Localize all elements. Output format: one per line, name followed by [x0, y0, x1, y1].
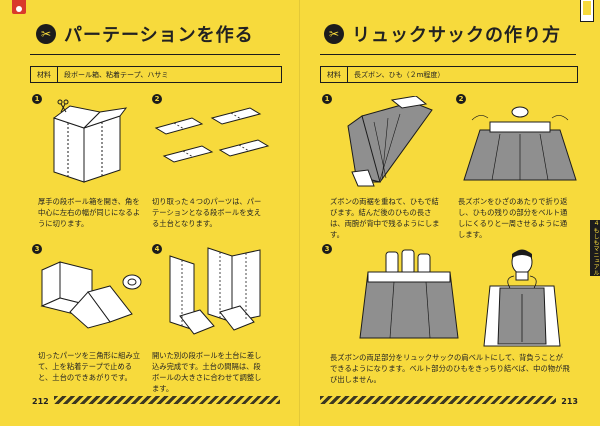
right-title-text: リュックサックの作り方	[352, 25, 561, 46]
left-step-3-caption: 切ったパーツを三角形に組み立て、上を粘着テープで止めると、土台のできあがりです。	[38, 351, 141, 382]
left-step-3-number: 3	[32, 244, 42, 254]
left-step-1-number: 1	[32, 94, 42, 104]
right-materials-box: 材料 長ズボン、ひも（２m程度）	[320, 66, 578, 83]
right-step-3-illustration	[359, 249, 459, 339]
right-step-3-caption: 長ズボンの両足部分をリュックサックの肩ベルトにして、背負うことができるようになり…	[330, 353, 570, 384]
chapter-side-tab: ４ もしもマニュアル	[590, 220, 600, 276]
right-materials-label: 材料	[321, 67, 348, 82]
left-step-2-caption: 切り取った４つのパーツは、パーテーションとなる段ボールを支える土台となります。	[152, 197, 262, 228]
left-step-2-number: 2	[152, 94, 162, 104]
right-step-2-illustration	[463, 106, 577, 181]
right-step-3-number: 3	[322, 244, 332, 254]
bookmark-icon	[580, 0, 594, 22]
left-step-4-caption: 開いた別の段ボールを土台に差し込み完成です。土台の間隔は、段ボールの大きさに合わ…	[152, 351, 262, 393]
left-materials-label: 材料	[31, 67, 58, 82]
left-title: ✂ パーテーションを作る	[36, 20, 290, 48]
left-materials-box: 材料 段ボール箱、粘着テープ、ハサミ	[30, 66, 282, 83]
left-step-4-number: 4	[152, 244, 162, 254]
right-footer-stripe	[320, 396, 556, 404]
title-rule	[30, 54, 280, 55]
left-step-2-illustration	[154, 107, 270, 163]
right-materials-value: 長ズボン、ひも（２m程度）	[354, 70, 445, 79]
left-page: ✂ パーテーションを作る 材料 段ボール箱、粘着テープ、ハサミ 1	[12, 0, 290, 406]
right-step-2-number: 2	[456, 94, 466, 104]
right-step-1-illustration	[347, 96, 433, 187]
left-step-1-caption: 厚手の段ボール箱を開き、角を中心に左右の幅が同じになるように切ります。	[38, 197, 141, 228]
right-page-number: 213	[561, 397, 578, 406]
left-footer-stripe	[54, 396, 280, 404]
scissors-icon: ✂	[324, 24, 344, 44]
right-step-1-number: 1	[322, 94, 332, 104]
scissors-icon: ✂	[36, 24, 56, 44]
left-title-text: パーテーションを作る	[64, 25, 254, 46]
left-step-3-illustration	[40, 261, 142, 329]
left-step-4-illustration	[169, 247, 261, 335]
corner-marker-icon	[12, 0, 26, 14]
right-step-1-caption: ズボンの両裾を重ねて、ひもで結びます。結んだ後のひもの長さは、両腕が背中で残るよ…	[330, 197, 440, 239]
right-page: ✂ リュックサックの作り方 材料 長ズボン、ひも（２m程度） 1	[300, 0, 600, 426]
left-materials-value: 段ボール箱、粘着テープ、ハサミ	[64, 70, 169, 79]
right-step-2-caption: 長ズボンをひざのあたりで折り返し、ひもの残りの部分をベルト通しにくるりと一周させ…	[458, 197, 568, 239]
left-step-1-illustration	[52, 99, 128, 183]
title-rule	[320, 54, 576, 55]
right-title: ✂ リュックサックの作り方	[324, 20, 590, 48]
left-page-number: 212	[32, 397, 49, 406]
right-step-3-person-illustration	[483, 249, 561, 347]
